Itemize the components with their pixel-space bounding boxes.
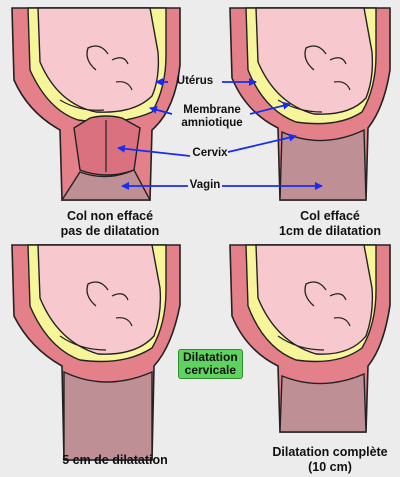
label-uterus: Utérus <box>168 75 222 88</box>
caption-panel-3: 5 cm de dilatation <box>40 453 190 468</box>
caption-panel-2: Col effacé 1cm de dilatation <box>260 209 400 239</box>
label-uterus-text: Utérus <box>176 75 214 87</box>
caption-panel-1-line2: pas de dilatation <box>60 224 160 238</box>
caption-panel-4-line1: Dilatation complète <box>272 445 388 459</box>
arrow-cervix-right <box>227 133 297 153</box>
label-membrane-line1: Membrane <box>183 104 241 116</box>
caption-panel-2-line1: Col effacé <box>300 209 360 223</box>
arrow-cervix-left <box>117 144 191 157</box>
label-vagina: Vagin <box>188 179 222 192</box>
panel-complete <box>229 244 391 433</box>
caption-panel-4: Dilatation complète (10 cm) <box>262 445 398 475</box>
panel-effaced <box>229 7 391 201</box>
panel-5cm <box>11 244 181 461</box>
caption-panel-3-line1: 5 cm de dilatation <box>62 453 168 467</box>
label-cervix: Cervix <box>190 147 230 160</box>
arrow-membrane-right <box>249 101 291 115</box>
label-arrows <box>117 78 323 190</box>
label-membrane-line2: amniotique <box>181 117 243 129</box>
arrow-membrane-left <box>149 105 173 115</box>
label-vagina-text: Vagin <box>189 179 221 191</box>
caption-panel-1: Col non effacé pas de dilatation <box>40 209 180 239</box>
label-cervix-text: Cervix <box>192 147 228 159</box>
panel-undilated <box>11 7 181 201</box>
caption-panel-2-line2: 1cm de dilatation <box>278 224 382 238</box>
caption-panel-4-line2: (10 cm) <box>308 460 352 474</box>
label-membrane: Membrane amniotique <box>174 104 250 130</box>
dilation-badge-line2: cervicale <box>184 363 237 377</box>
dilation-badge-line1: Dilatation <box>183 350 238 364</box>
dilation-badge: Dilatation cervicale <box>178 349 243 379</box>
caption-panel-1-line1: Col non effacé <box>66 209 154 223</box>
